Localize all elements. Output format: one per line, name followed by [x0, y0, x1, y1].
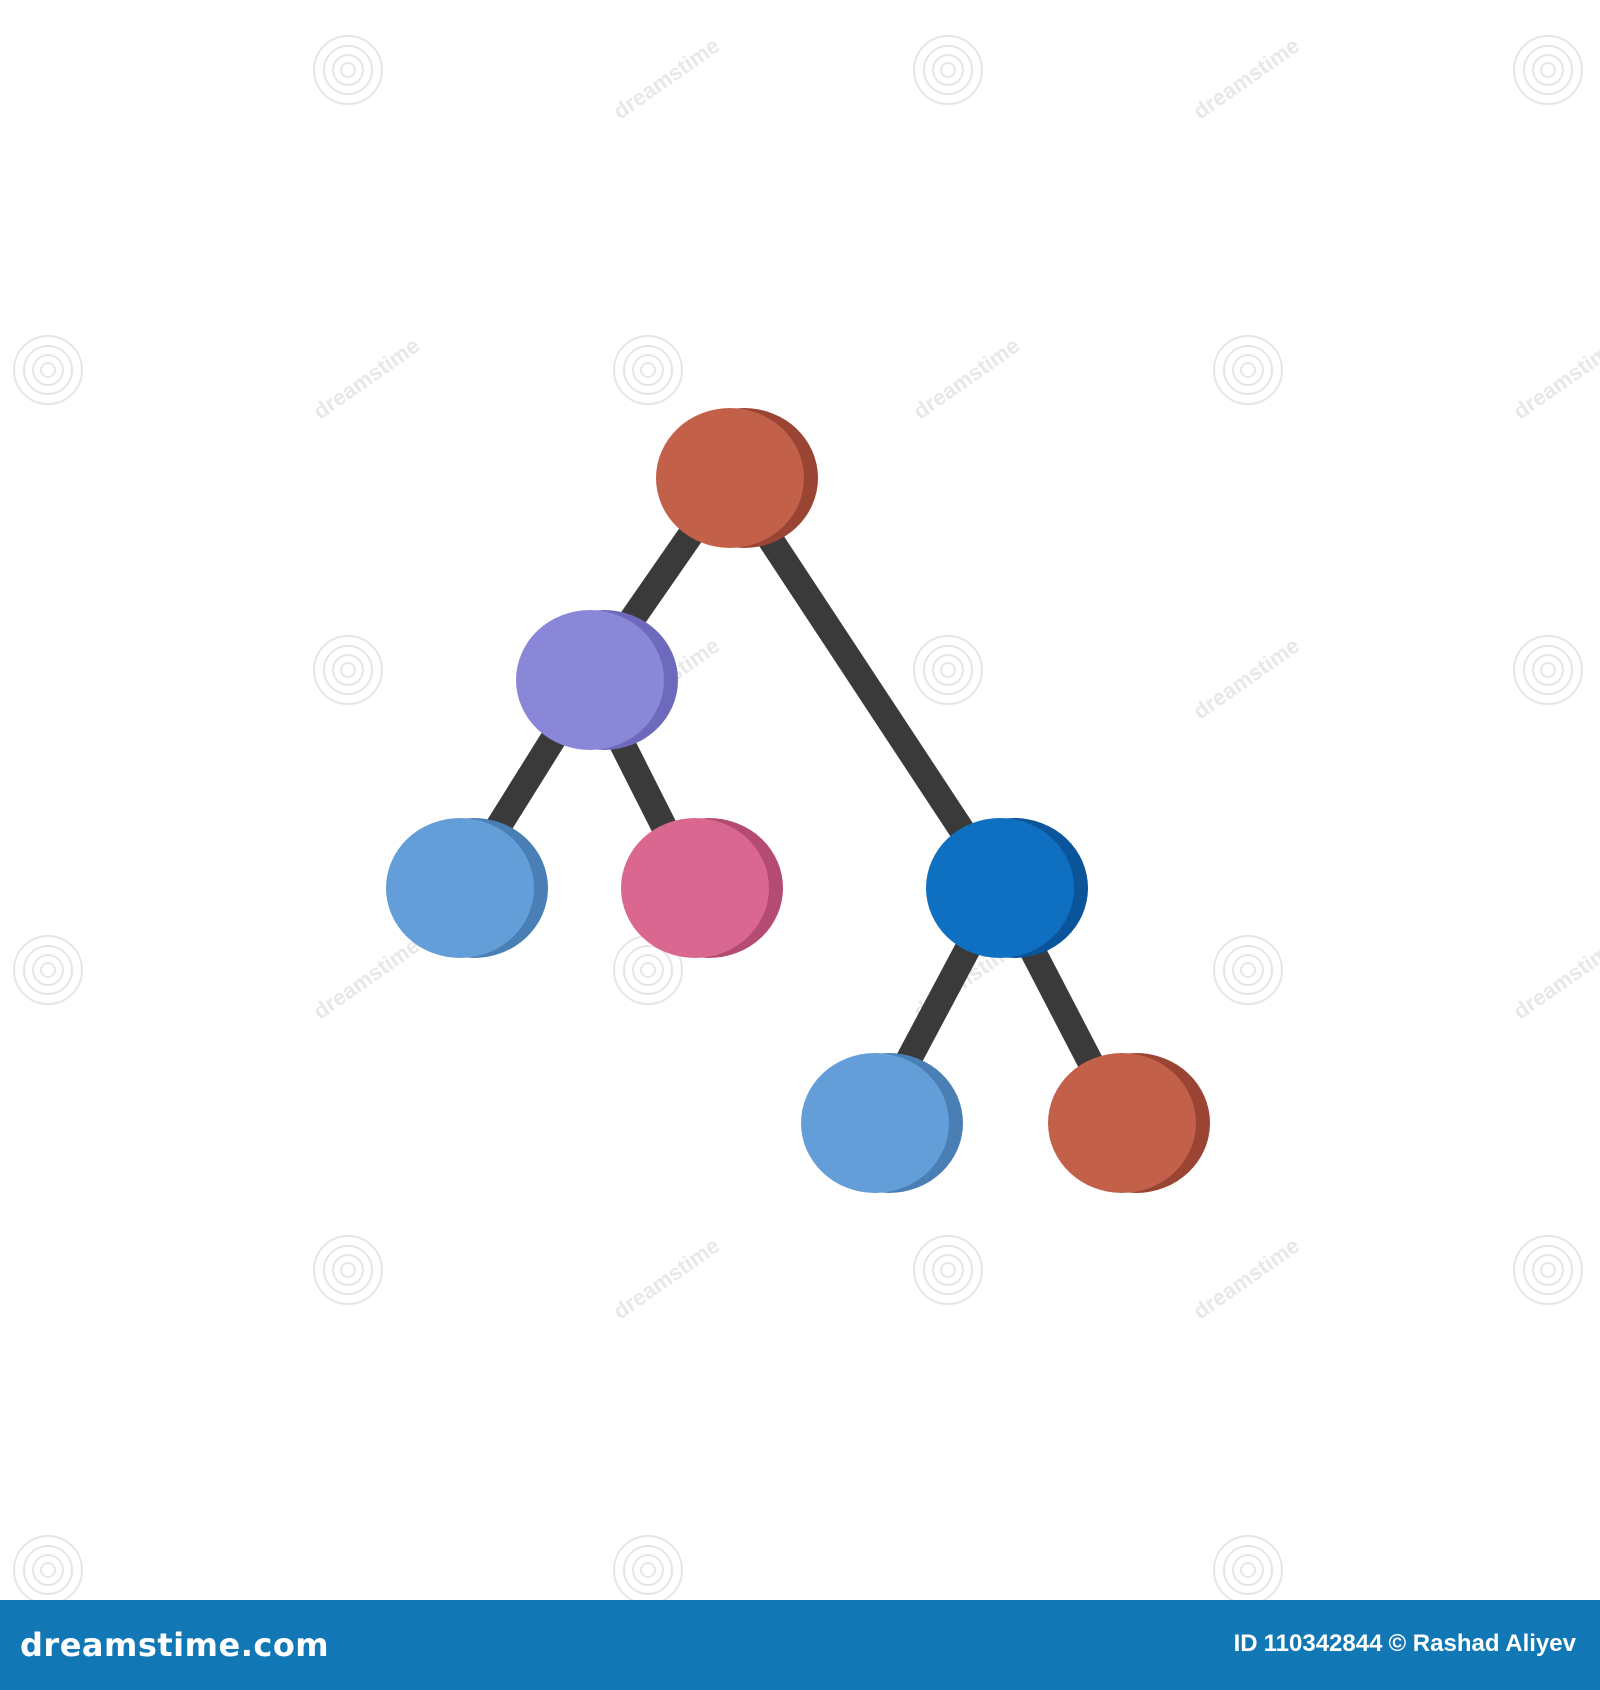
node-left-right: [621, 818, 783, 958]
watermark-spiral-icon: [313, 35, 383, 105]
node-right-left: [801, 1053, 963, 1193]
node-root: [656, 408, 818, 548]
copyright-text: © Rashad Aliyev: [1388, 1630, 1576, 1657]
watermark-text: dreamstime: [1189, 33, 1305, 124]
watermark-text: dreamstime: [1189, 633, 1305, 724]
watermark-spiral-icon: [13, 935, 83, 1005]
watermark-text: dreamstime: [909, 333, 1025, 424]
watermark-spiral-icon: [313, 1235, 383, 1305]
watermark-text: dreamstime: [1509, 333, 1600, 424]
watermark-spiral-icon: [913, 1235, 983, 1305]
watermark-spiral-icon: [1213, 335, 1283, 405]
brand-logo[interactable]: dreamstime.com: [20, 1626, 330, 1664]
watermark-text: dreamstime: [1189, 1233, 1305, 1324]
tree-edges: [448, 470, 1134, 1130]
node-right-right: [1048, 1053, 1210, 1193]
watermark-spiral-icon: [1213, 1535, 1283, 1600]
watermark-spiral-icon: [613, 335, 683, 405]
watermark-spiral-icon: [13, 335, 83, 405]
watermark-text: dreamstime: [309, 333, 425, 424]
watermark-spiral-icon: [613, 935, 683, 1005]
id-label: ID: [1233, 1630, 1258, 1657]
watermark-text: dreamstime: [609, 33, 725, 124]
node-right: [926, 818, 1088, 958]
watermark-layer: dreamstime dreamstime dreamstime dreamstime…: [13, 33, 1600, 1600]
watermark-text: dreamstime: [309, 933, 425, 1024]
watermark-spiral-icon: [313, 635, 383, 705]
node-left: [516, 610, 678, 750]
edge-root-to-right: [719, 470, 1011, 896]
watermark-text: dreamstime: [1509, 933, 1600, 1024]
watermark-spiral-icon: [1513, 1235, 1583, 1305]
image-id: 110342844: [1263, 1630, 1383, 1657]
watermark-spiral-icon: [613, 1535, 683, 1600]
watermark-spiral-icon: [13, 1535, 83, 1600]
diagram-canvas: dreamstime dreamstime dreamstime dreamstime…: [13, 32, 1600, 1600]
watermark-spiral-icon: [913, 35, 983, 105]
watermark-spiral-icon: [913, 635, 983, 705]
watermark-spiral-icon: [1213, 935, 1283, 1005]
watermark-spiral-icon: [1513, 35, 1583, 105]
watermark-text: dreamstime: [609, 1233, 725, 1324]
tree-nodes: [386, 408, 1210, 1193]
watermark-spiral-icon: [1513, 635, 1583, 705]
tree-diagram: dreamstime dreamstime dreamstime dreamstime…: [13, 33, 1600, 1600]
node-left-left: [386, 818, 548, 958]
